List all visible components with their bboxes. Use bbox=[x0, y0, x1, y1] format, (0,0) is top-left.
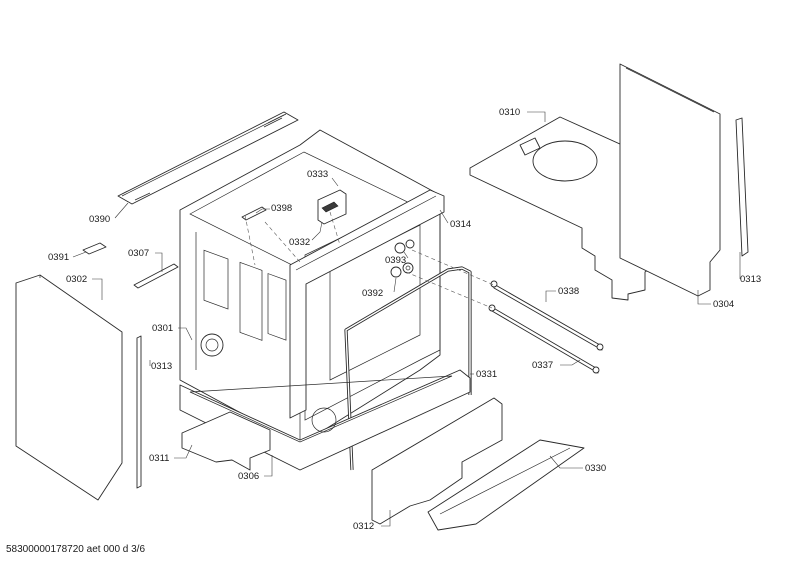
part-0313-right-strip bbox=[735, 117, 749, 257]
label-0338: 0338 bbox=[558, 286, 579, 297]
part-0337-rail bbox=[488, 304, 600, 374]
label-0390: 0390 bbox=[89, 214, 110, 225]
label-0312: 0312 bbox=[353, 521, 374, 532]
part-0390-top-plate bbox=[117, 111, 299, 205]
part-0302-left-side-panel bbox=[15, 274, 123, 501]
label-0304: 0304 bbox=[713, 299, 734, 310]
label-0302: 0302 bbox=[66, 274, 87, 285]
part-0333-0332-latch bbox=[317, 189, 347, 225]
part-0391-bracket bbox=[82, 242, 107, 255]
part-0331-u-bar bbox=[344, 266, 472, 471]
part-0313-left-strip bbox=[136, 335, 142, 489]
part-0393-0392-fittings bbox=[390, 239, 415, 278]
label-0311: 0311 bbox=[149, 453, 169, 464]
part-0338-rail bbox=[490, 280, 604, 351]
label-0301: 0301 bbox=[152, 323, 173, 334]
label-0313-right: 0313 bbox=[740, 274, 761, 285]
label-0306: 0306 bbox=[238, 471, 259, 482]
label-0398: 0398 bbox=[271, 203, 292, 214]
label-0391: 0391 bbox=[48, 252, 69, 263]
label-0314: 0314 bbox=[450, 219, 471, 230]
label-0307: 0307 bbox=[128, 248, 149, 259]
part-0311-plinth-block bbox=[181, 411, 271, 471]
label-0310: 0310 bbox=[499, 107, 520, 118]
leader-lines bbox=[72, 111, 741, 527]
label-0393: 0393 bbox=[385, 255, 406, 266]
document-reference: 58300000178720 aet 000 d 3/6 bbox=[6, 544, 146, 555]
part-0330-kick-plate bbox=[427, 439, 585, 531]
label-0332: 0332 bbox=[289, 237, 310, 248]
label-0337: 0337 bbox=[532, 360, 553, 371]
label-0392: 0392 bbox=[362, 288, 383, 299]
label-0331: 0331 bbox=[476, 369, 497, 380]
part-0307-rail bbox=[133, 263, 179, 289]
part-0310-insulation-mat bbox=[469, 116, 661, 301]
part-labels: 0310 0333 0398 0314 0390 0332 0307 0391 … bbox=[48, 107, 761, 532]
label-0313-left: 0313 bbox=[151, 361, 172, 372]
part-0314-front-frame bbox=[289, 189, 445, 419]
part-0304-right-side-panel bbox=[619, 63, 721, 297]
part-0312-front-plinth bbox=[371, 397, 503, 525]
label-0330: 0330 bbox=[585, 463, 606, 474]
assembly-guide-lines bbox=[244, 211, 495, 309]
label-0333: 0333 bbox=[307, 169, 328, 180]
